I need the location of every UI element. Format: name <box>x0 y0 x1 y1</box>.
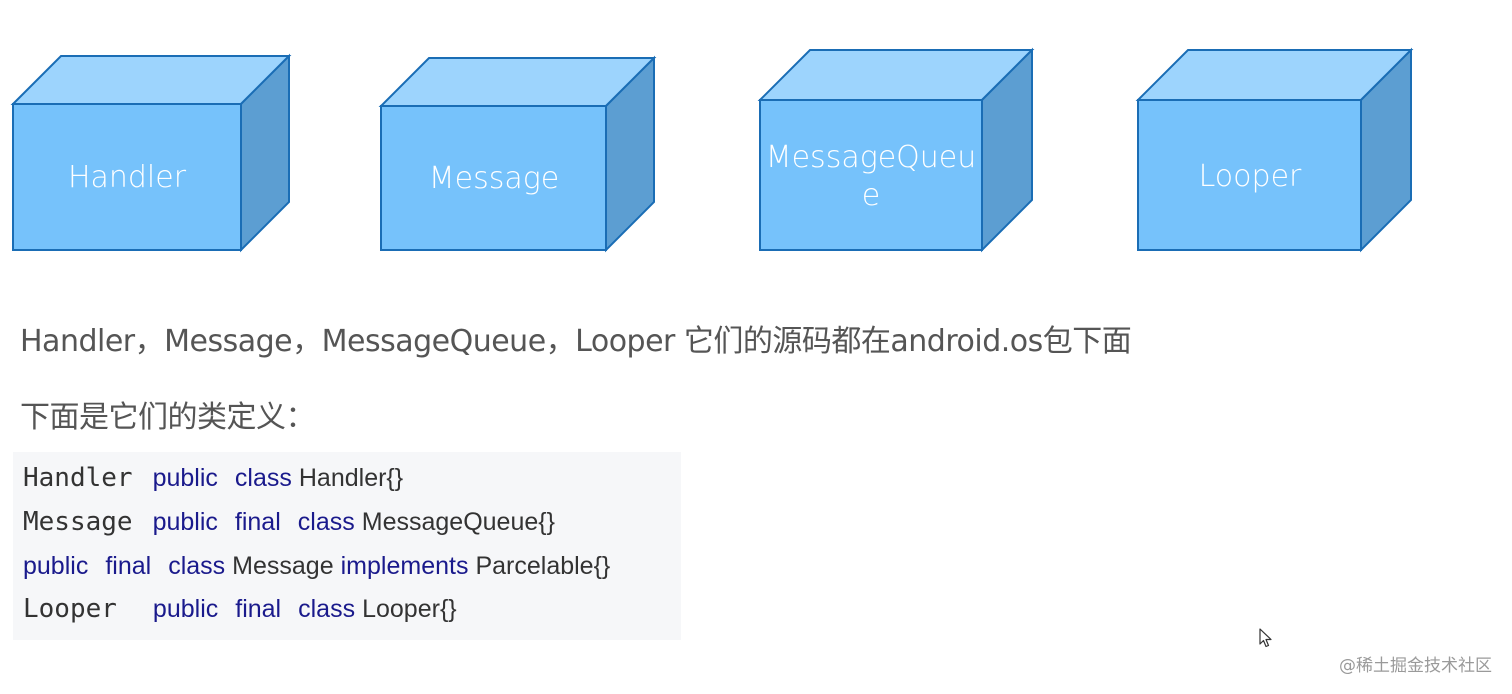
cube-front-face <box>380 105 607 251</box>
cube-label-handler: Handler <box>68 160 187 195</box>
keyword-public: public <box>152 595 219 623</box>
keyword-class: class <box>297 508 355 536</box>
cube-handler: Handler <box>10 53 292 253</box>
source-location-text: Handler，Message，MessageQueue，Looper 它们的源… <box>20 324 1132 359</box>
keyword-public: public <box>152 508 218 536</box>
cube-message: Message <box>378 55 657 253</box>
keyword-class: class <box>168 552 226 580</box>
keyword-implements: implements <box>340 552 469 580</box>
class-name: MessageQueue{} <box>361 508 555 536</box>
mouse-pointer-icon <box>1259 628 1272 648</box>
cube-label-messagequeue-line2: e <box>862 178 880 213</box>
class-name: Message <box>232 552 334 580</box>
keyword-class: class <box>298 595 356 623</box>
code-line-name: Handler <box>23 463 133 493</box>
keyword-final: final <box>105 552 152 580</box>
class-name: Looper{} <box>362 595 457 623</box>
class-name: Handler{} <box>298 464 404 492</box>
cube-label-message: Message <box>429 161 559 196</box>
cube-label-looper: Looper <box>1199 159 1302 194</box>
cube-front-face <box>759 99 983 251</box>
keyword-final: final <box>234 508 281 536</box>
keyword-final: final <box>235 595 282 623</box>
cube-messagequeue: MessageQueu e <box>757 47 1035 253</box>
keyword-public: public <box>23 552 89 580</box>
class-cubes-diagram: Handler Message MessageQueu e Looper <box>10 47 1414 253</box>
class-definitions-heading: 下面是它们的类定义： <box>20 400 316 435</box>
interface-name: Parcelable{} <box>475 552 611 580</box>
cube-label-messagequeue-line1: MessageQueu <box>766 140 977 175</box>
keyword-class: class <box>234 464 292 492</box>
code-line-name: Looper <box>23 594 117 624</box>
code-line-name: Message <box>23 507 133 537</box>
cube-front-face <box>12 103 242 251</box>
cube-looper: Looper <box>1135 47 1414 253</box>
cube-front-face <box>1137 99 1362 251</box>
keyword-public: public <box>152 464 218 492</box>
watermark: @稀土掘金技术社区 <box>1339 656 1492 676</box>
